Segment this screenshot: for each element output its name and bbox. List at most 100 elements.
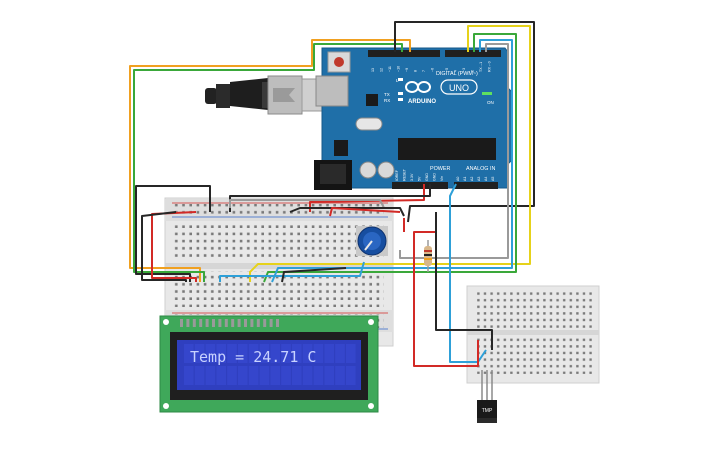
- wire-black-sensor: [435, 212, 493, 350]
- usb-cable-icon: [205, 75, 325, 115]
- digital-pin-label: 4: [454, 70, 458, 72]
- lcd-char-cells: [184, 344, 356, 385]
- lcd-char-cell: [194, 366, 205, 385]
- lcd-char-cell: [335, 366, 345, 385]
- potentiometer-icon[interactable]: [356, 226, 388, 256]
- analog-pin-label: A2: [470, 177, 474, 181]
- lcd-char-cell: [335, 344, 345, 363]
- lcd-pin: [263, 319, 267, 327]
- lcd-pin: [237, 319, 241, 327]
- lcd-pin: [180, 319, 183, 327]
- power-pin-label: GND: [425, 173, 429, 181]
- lcd-char-cell: [194, 344, 205, 363]
- wire-green-d4: [263, 33, 517, 283]
- digital-pin-label: 2: [471, 70, 475, 72]
- wire-green-lcd-e: [133, 43, 403, 282]
- lcd-char-cell: [216, 366, 226, 385]
- digital-pin-label: 13: [371, 68, 375, 72]
- analog-pin-label: A0: [456, 177, 460, 181]
- wire-black-top: [394, 21, 535, 223]
- digital-pin-label: 8: [414, 70, 418, 72]
- lcd-pin: [205, 319, 209, 327]
- lcd-char-cell: [227, 366, 237, 385]
- analog-pin-label: A5: [491, 177, 495, 181]
- wire-black-lcd: [281, 267, 347, 283]
- lcd-char-cell: [259, 366, 270, 385]
- wire-gray-upper: [229, 199, 385, 209]
- lcd-char-cell: [324, 344, 334, 363]
- on-led-label: ON: [487, 100, 494, 105]
- digital-pin-label: ~6: [431, 68, 435, 72]
- tmp-label: TMP: [482, 408, 493, 414]
- lcd-char-cell: [281, 344, 291, 363]
- wire-red-upper2: [329, 207, 401, 217]
- lcd-char-cell: [248, 344, 259, 363]
- lcd-char-cell: [238, 366, 248, 385]
- lcd-pin: [199, 319, 203, 327]
- wire-orange-lcd-rs: [129, 39, 411, 282]
- analog-pin-label: A4: [484, 177, 488, 181]
- lcd-pin: [218, 319, 222, 327]
- digital-pin-label: 12: [380, 68, 384, 72]
- led-tx-label: TX: [384, 92, 390, 97]
- lcd-pin: [250, 319, 254, 327]
- tmp36-sensor-icon[interactable]: TMP: [477, 370, 497, 423]
- lcd-char-cell: [324, 366, 334, 385]
- lcd-char-cell: [313, 366, 324, 385]
- led-l-label: L: [396, 78, 399, 83]
- power-pin-label: 3.3V: [410, 173, 414, 181]
- digital-pin-label: ~5: [445, 68, 449, 72]
- wire-blue-a0: [449, 183, 487, 363]
- wires: [129, 21, 535, 367]
- digital-pin-label: ~11: [388, 66, 392, 72]
- digital-header-label: DIGITAL (PWM~): [436, 71, 478, 77]
- lcd-pin: [212, 319, 215, 327]
- lcd-char-cell: [292, 344, 302, 363]
- analog-pin-label: A3: [477, 177, 481, 181]
- lcd-char-cell: [248, 366, 259, 385]
- led-rx-label: RX: [384, 98, 390, 103]
- lcd-char-cell: [346, 344, 356, 363]
- digital-pin-label: ~9: [405, 68, 409, 72]
- digital-pin-label: TX→1: [479, 62, 483, 72]
- lcd-pin: [244, 319, 247, 327]
- analog-pin-label: A1: [463, 177, 467, 181]
- wire-blue-d3: [271, 39, 513, 283]
- resistor-icon[interactable]: [424, 240, 432, 272]
- lcd-char-cell: [302, 366, 313, 385]
- arduino-uno-board[interactable]: ARDUINO UNO DIGITAL (PWM~) POWER ANALOG …: [314, 47, 513, 190]
- lcd-pin: [269, 319, 273, 327]
- lcd-char-cell: [184, 344, 194, 363]
- digital-pin-label: ~3: [462, 68, 466, 72]
- lcd-display-text: Temp = 24.71 C: [190, 348, 316, 366]
- wire-black-rail-2: [141, 211, 187, 282]
- analog-header-label: ANALOG IN: [466, 166, 495, 172]
- arduino-logo-icon: [405, 81, 431, 93]
- lcd-char-cell: [270, 366, 280, 385]
- power-pin-label: IOREF: [395, 169, 399, 181]
- lcd-char-cell: [227, 344, 237, 363]
- power-pin-label: RESET: [403, 168, 407, 181]
- mini-breadboard: [466, 285, 600, 384]
- lcd-pin: [276, 319, 279, 327]
- reset-button-icon[interactable]: [334, 57, 344, 67]
- arduino-brand-label: ARDUINO: [408, 99, 436, 105]
- wire-red-sensor: [413, 231, 479, 367]
- lcd-char-cell: [205, 366, 216, 385]
- lcd-char-cell: [346, 366, 356, 385]
- wire-black-rail-left: [135, 185, 211, 282]
- lcd-pin: [192, 319, 196, 327]
- power-pin-label: 5V: [418, 176, 422, 181]
- digital-pin-label: RX←0: [488, 61, 492, 72]
- lcd-pin: [231, 319, 235, 327]
- lcd-char-cell: [259, 344, 270, 363]
- lcd-char-cell: [281, 366, 291, 385]
- digital-pin-label: 7: [422, 70, 426, 72]
- lcd-char-cell: [292, 366, 302, 385]
- power-header-label: POWER: [430, 166, 450, 172]
- lcd-pin: [256, 319, 260, 327]
